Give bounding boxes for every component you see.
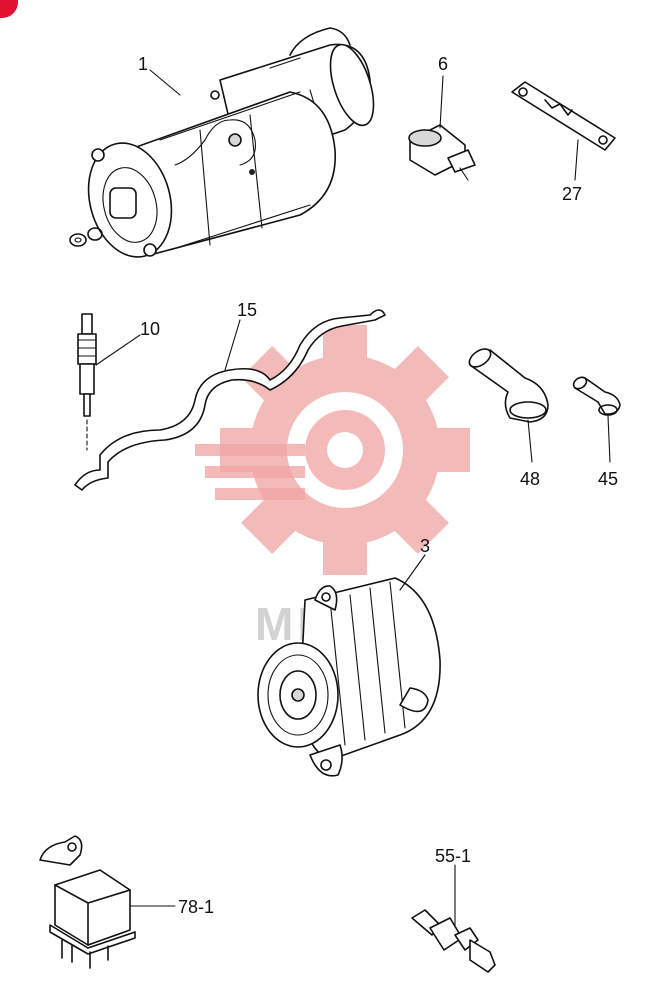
label-part-55-1: 55-1: [435, 846, 471, 866]
label-part-45: 45: [598, 469, 618, 489]
label-part-27: 27: [562, 184, 582, 204]
alternator-drawing: [257, 554, 441, 777]
temp-sensor-drawing: [411, 864, 496, 973]
label-part-15: 15: [237, 300, 257, 320]
starter-drawing: [69, 27, 375, 258]
label-part-78-1: 78-1: [178, 897, 214, 917]
watermark-gear: [195, 325, 470, 575]
glow-plug-drawing: [77, 313, 141, 451]
label-part-6: 6: [438, 54, 448, 74]
glow-connector-drawing: [74, 309, 386, 491]
boot-large-drawing: [468, 348, 549, 463]
relay-plate-drawing: [511, 81, 616, 181]
corner-badge: [0, 0, 18, 18]
oil-pressure-switch-drawing: [408, 75, 476, 181]
label-part-3: 3: [420, 536, 430, 556]
label-part-1: 1: [138, 54, 148, 74]
label-part-10: 10: [140, 319, 160, 339]
relay-drawing: [39, 835, 176, 969]
label-part-48: 48: [520, 469, 540, 489]
boot-small-drawing: [572, 376, 621, 463]
